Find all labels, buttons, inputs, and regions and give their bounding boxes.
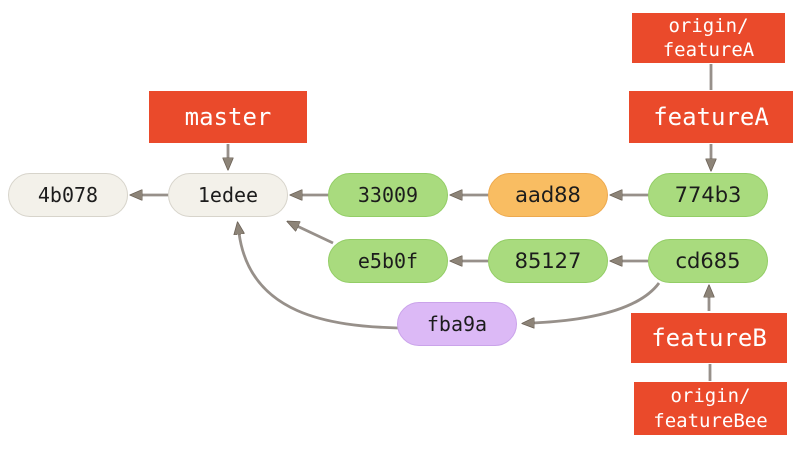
arrow-fba9a-to-1edee [239,233,399,330]
commit-label: cd685 [675,249,741,273]
branch-label-line2: featureA [662,39,755,61]
branch-label: featureA [653,103,769,131]
branch-box-master: master [149,91,307,143]
commit-node-1edee: 1edee [168,173,288,217]
commit-label: 774b3 [674,183,742,207]
commit-label: 33009 [357,183,419,207]
branch-label-line2: featureBee [653,409,768,432]
commit-label: aad88 [515,183,581,207]
commit-label: fba9a [426,312,488,336]
commit-label: e5b0f [357,249,419,273]
commit-node-33009: 33009 [328,173,448,217]
branch-box-featurea: featureA [629,91,793,143]
commit-node-e5b0f: e5b0f [328,239,448,283]
commit-node-fba9a: fba9a [397,302,517,346]
commit-label: 85127 [514,249,582,273]
commit-label: 4b078 [37,183,99,207]
arrow-e5b0f-to-1edee [297,226,334,245]
commit-node-774b3: 774b3 [648,173,768,217]
branch-label: featureB [651,324,767,352]
branch-label-line1: origin/ [670,385,751,408]
branch-label-line1: origin/ [668,14,749,37]
commit-node-cd685: cd685 [648,239,768,283]
arrow-cd685-to-fba9a [533,282,661,323]
branch-label: master [184,103,272,131]
commit-node-85127: 85127 [488,239,608,283]
commit-node-4b078: 4b078 [8,173,128,217]
branch-box-featureb: featureB [631,313,787,363]
commit-label: 1edee [197,183,259,207]
commit-node-aad88: aad88 [488,173,608,217]
branch-box-origin-featurea: origin/ featureA [632,13,785,63]
branch-box-origin-featurebee: origin/ featureBee [634,382,787,435]
